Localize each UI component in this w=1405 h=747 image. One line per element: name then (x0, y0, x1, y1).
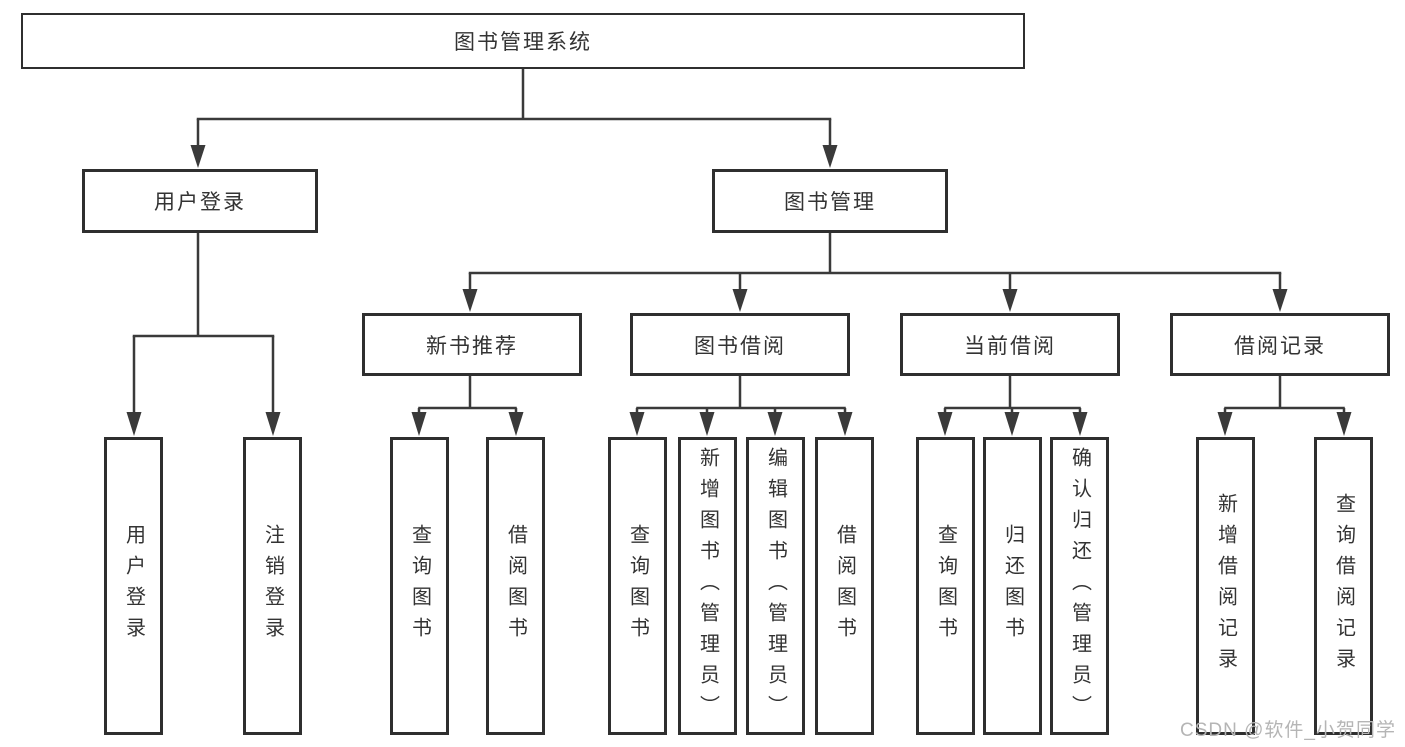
node-user-login-label: 用户登录 (154, 191, 246, 214)
arrowhead (126, 412, 142, 436)
node-root: 图书管理系统 (21, 13, 1025, 69)
arrowhead (265, 412, 281, 436)
arrowhead (462, 289, 478, 312)
node-book-mgmt-label: 图书管理 (784, 191, 876, 214)
leaf-query-books-1: 查询图书 (390, 437, 449, 735)
leaf-edit-books-admin: 编辑图书（管理员） (746, 437, 805, 735)
leaf-borrow-books-2-label: 借阅图书 (833, 524, 856, 648)
edge-userlogin-to-leaves (126, 232, 281, 436)
node-root-label: 图书管理系统 (454, 31, 592, 54)
csdn-watermark: CSDN @软件_小贺同学 (1180, 720, 1396, 741)
leaf-query-borrow-record-label: 查询借阅记录 (1332, 493, 1355, 679)
leaf-query-books-2-label: 查询图书 (626, 524, 649, 648)
edge-borrow-to-leaves (629, 375, 853, 436)
arrowhead (837, 412, 853, 436)
leaf-add-borrow-record-label: 新增借阅记录 (1214, 493, 1237, 679)
leaf-borrow-books-2: 借阅图书 (815, 437, 874, 735)
leaf-borrow-books-1: 借阅图书 (486, 437, 545, 735)
leaf-edit-books-admin-label: 编辑图书（管理员） (764, 446, 787, 726)
edge-bookmgmt-to-level3 (462, 232, 1288, 312)
leaf-add-books-admin-label: 新增图书（管理员） (696, 446, 719, 726)
node-book-mgmt: 图书管理 (712, 169, 948, 233)
edge-current-to-leaves (937, 375, 1088, 436)
arrowhead (732, 289, 748, 312)
node-book-borrow-label: 图书借阅 (694, 334, 786, 358)
edge-root-to-level2 (190, 68, 838, 168)
arrowhead (1002, 289, 1018, 312)
arrowhead (411, 412, 427, 436)
arrowhead (767, 412, 783, 436)
node-borrow-records-label: 借阅记录 (1234, 334, 1326, 358)
arrowhead (190, 145, 206, 168)
leaf-borrow-books-1-label: 借阅图书 (504, 524, 527, 648)
leaf-query-books-3-label: 查询图书 (934, 524, 957, 648)
leaf-logout: 注销登录 (243, 437, 302, 735)
edge-records-to-leaves (1217, 375, 1352, 436)
leaf-confirm-return-admin-label: 确认归还（管理员） (1068, 446, 1091, 726)
arrowhead (822, 145, 838, 168)
node-new-book-recommend: 新书推荐 (362, 313, 582, 376)
leaf-add-borrow-record: 新增借阅记录 (1196, 437, 1255, 735)
edge-newbooks-to-leaves (411, 375, 524, 436)
node-borrow-records: 借阅记录 (1170, 313, 1390, 376)
leaf-query-books-2: 查询图书 (608, 437, 667, 735)
node-user-login: 用户登录 (82, 169, 318, 233)
arrowhead (629, 412, 645, 436)
arrowhead (937, 412, 953, 436)
leaf-return-books: 归还图书 (983, 437, 1042, 735)
arrowhead (1072, 412, 1088, 436)
node-current-borrow: 当前借阅 (900, 313, 1120, 376)
leaf-return-books-label: 归还图书 (1001, 524, 1024, 648)
leaf-logout-label: 注销登录 (261, 524, 284, 648)
arrowhead (1217, 412, 1233, 436)
arrowhead (1336, 412, 1352, 436)
leaf-add-books-admin: 新增图书（管理员） (678, 437, 737, 735)
leaf-confirm-return-admin: 确认归还（管理员） (1050, 437, 1109, 735)
arrowhead (1004, 412, 1020, 436)
node-current-borrow-label: 当前借阅 (964, 334, 1056, 358)
node-new-book-recommend-label: 新书推荐 (426, 334, 518, 358)
leaf-query-books-1-label: 查询图书 (408, 524, 431, 648)
leaf-query-borrow-record: 查询借阅记录 (1314, 437, 1373, 735)
leaf-user-login-label: 用户登录 (122, 524, 145, 648)
leaf-query-books-3: 查询图书 (916, 437, 975, 735)
arrowhead (1272, 289, 1288, 312)
node-book-borrow: 图书借阅 (630, 313, 850, 376)
leaf-user-login: 用户登录 (104, 437, 163, 735)
arrowhead (699, 412, 715, 436)
arrowhead (508, 412, 524, 436)
